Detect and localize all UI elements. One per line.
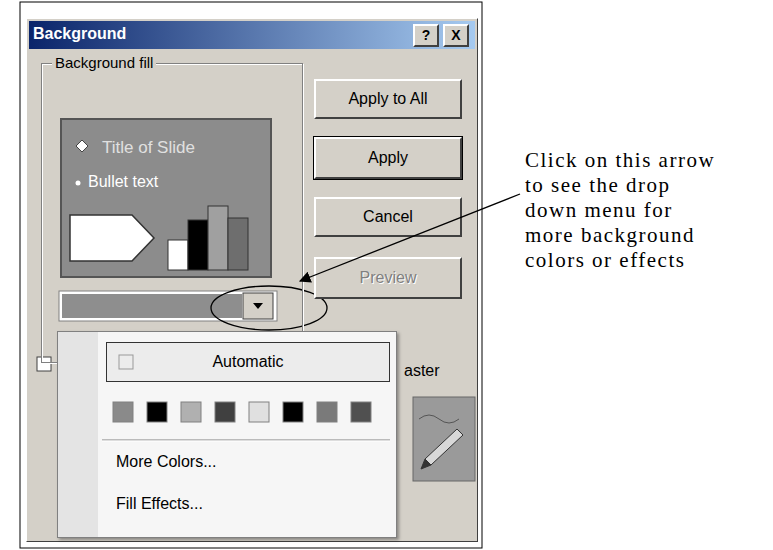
group-box: Background fillTitle of SlideBullet text (41, 63, 303, 363)
default-button: Apply (314, 137, 462, 179)
help-button: ? (413, 24, 439, 47)
label-text: Preview (360, 268, 417, 287)
label-text: Cancel (363, 207, 413, 226)
callout-note: Click on this arrow to see the drop down… (525, 148, 725, 273)
label-text: Bullet text (88, 172, 158, 191)
push-button: Apply to All (314, 79, 462, 119)
label-text: Apply to All (348, 89, 427, 108)
label-text: Fill Effects... (116, 494, 203, 513)
slide-preview: Title of SlideBullet text (60, 118, 272, 278)
checkbox-label: aster (404, 362, 440, 380)
label-text: Background (33, 24, 126, 43)
label-text: Title of Slide (102, 138, 195, 158)
label-text: X (451, 27, 460, 44)
dialog-window: Background? X Background fillTitle of Slid… (26, 18, 478, 542)
label-text: Automatic (212, 352, 283, 371)
frame-border (20, 2, 482, 548)
menu-item: Automatic (106, 342, 390, 382)
label-text: ? (422, 27, 431, 44)
dropdown-menu: More Colors... Fill Effects... Automatic (57, 331, 397, 538)
close-button: X (443, 24, 469, 47)
label-text: More Colors... (116, 452, 216, 471)
label-text: Background fill (52, 54, 156, 72)
disabled-button: Preview (314, 257, 462, 299)
label-text: Apply (368, 148, 408, 167)
push-button: Cancel (314, 197, 462, 237)
